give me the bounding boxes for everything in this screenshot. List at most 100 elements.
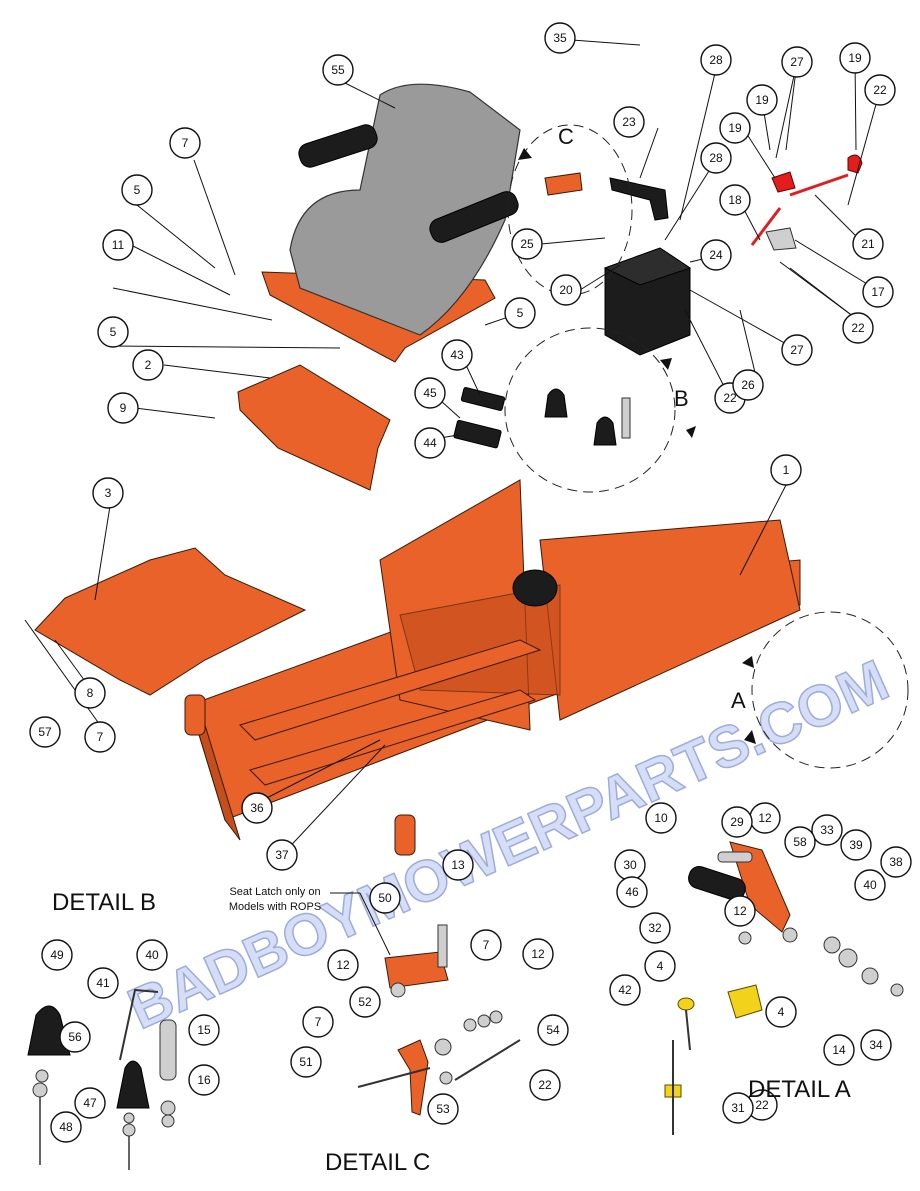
callout-21: 21: [852, 228, 884, 260]
callout-12: 12: [522, 938, 554, 970]
callout-number: 30: [623, 858, 637, 872]
callout-number: 1: [783, 463, 790, 477]
callout-number: 13: [451, 858, 465, 872]
callout-46: 46: [616, 876, 648, 908]
callout-53: 53: [427, 1093, 459, 1125]
detail-b-title: DETAIL B: [52, 889, 156, 916]
callout-14: 14: [823, 1034, 855, 1066]
view-letter-a: A: [731, 688, 746, 713]
callout-number: 7: [182, 136, 189, 150]
callout-52: 52: [349, 986, 381, 1018]
callout-number: 12: [336, 958, 350, 972]
callout-34: 34: [860, 1029, 892, 1061]
detail-a-circle: [751, 611, 909, 769]
callout-31: 31: [722, 1092, 754, 1124]
callout-4: 4: [765, 996, 797, 1028]
latch-bracket: [609, 177, 669, 221]
callout-12: 12: [749, 802, 781, 834]
callout-29: 29: [721, 806, 753, 838]
callout-number: 57: [38, 725, 52, 739]
callout-number: 45: [423, 386, 437, 400]
callout-number: 33: [820, 823, 834, 837]
callout-13: 13: [442, 849, 474, 881]
callout-27: 27: [781, 334, 813, 366]
callout-22: 22: [746, 1089, 778, 1121]
callout-number: 38: [889, 855, 903, 869]
callout-8: 8: [74, 677, 106, 709]
seat: [289, 83, 521, 336]
callout-number: 10: [654, 811, 668, 825]
callout-number: 3: [105, 486, 112, 500]
callout-number: 53: [436, 1102, 450, 1116]
callout-17: 17: [862, 276, 894, 308]
callout-22: 22: [842, 312, 874, 344]
callout-5: 5: [97, 316, 129, 348]
callout-23: 23: [613, 106, 645, 138]
callout-20: 20: [550, 274, 582, 306]
callout-35: 35: [544, 22, 576, 54]
callout-number: 21: [861, 237, 875, 251]
callout-19: 19: [719, 112, 751, 144]
callout-number: 9: [120, 401, 127, 415]
callout-16: 16: [188, 1064, 220, 1096]
callout-26: 26: [732, 369, 764, 401]
callout-number: 34: [869, 1038, 883, 1052]
callout-number: 4: [657, 959, 664, 973]
callout-number: 25: [520, 237, 534, 251]
callout-number: 2: [145, 358, 152, 372]
callout-5: 5: [504, 297, 536, 329]
callout-24: 24: [700, 239, 732, 271]
callout-number: 19: [728, 121, 742, 135]
knob-main-1: [544, 388, 568, 418]
callout-number: 15: [197, 1023, 211, 1037]
callout-15: 15: [188, 1014, 220, 1046]
callout-number: 55: [331, 63, 345, 77]
callout-number: 12: [531, 947, 545, 961]
callout-number: 48: [59, 1120, 73, 1134]
callout-39: 39: [840, 829, 872, 861]
detail-c-parts: [357, 924, 521, 1116]
callout-number: 50: [378, 891, 392, 905]
callout-22: 22: [529, 1069, 561, 1101]
callout-22: 22: [864, 74, 896, 106]
callout-3: 3: [92, 477, 124, 509]
callout-2: 2: [132, 349, 164, 381]
callout-56: 56: [59, 1021, 91, 1053]
callout-number: 41: [96, 976, 110, 990]
detail-a-title: DETAIL A: [748, 1076, 851, 1103]
callout-number: 36: [250, 801, 264, 815]
latch-block: [544, 172, 583, 196]
callout-12: 12: [327, 949, 359, 981]
callout-10: 10: [645, 802, 677, 834]
callout-57: 57: [29, 716, 61, 748]
callout-number: 22: [873, 83, 887, 97]
seat-latch-note-line1: Seat Latch only on: [229, 886, 320, 898]
callout-41: 41: [87, 967, 119, 999]
callout-number: 28: [709, 53, 723, 67]
callout-number: 7: [315, 1015, 322, 1029]
callout-number: 19: [848, 51, 862, 65]
callout-40: 40: [136, 939, 168, 971]
callout-43: 43: [441, 339, 473, 371]
callout-number: 47: [83, 1096, 97, 1110]
callout-number: 17: [871, 285, 885, 299]
callout-number: 20: [559, 283, 573, 297]
main-frame: [184, 479, 801, 856]
callout-7: 7: [302, 1006, 334, 1038]
callout-number: 52: [358, 995, 372, 1009]
callout-number: 18: [728, 193, 742, 207]
callout-number: 43: [450, 348, 464, 362]
rear-panel: [237, 364, 391, 491]
callout-50: 50: [369, 882, 401, 914]
leader-lines: [24, 39, 881, 856]
view-letter-c: C: [558, 124, 574, 149]
callout-9: 9: [107, 392, 139, 424]
detail-c-title: DETAIL C: [325, 1149, 430, 1176]
callout-number: 40: [145, 948, 159, 962]
callout-number: 37: [275, 848, 289, 862]
callout-1: 1: [770, 454, 802, 486]
callout-45: 45: [414, 377, 446, 409]
callout-number: 31: [731, 1101, 745, 1115]
callout-number: 35: [553, 31, 567, 45]
